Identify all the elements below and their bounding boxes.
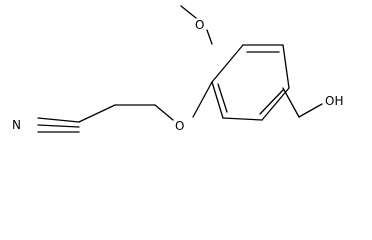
methyl-bond [180, 5, 197, 19]
methoxy-group: O [180, 5, 213, 45]
methoxy-o-ring-bond [206, 29, 213, 45]
benzene-ring [211, 44, 290, 121]
ring-o-bond [192, 81, 213, 118]
ch2-ch2-bond-2 [78, 104, 116, 123]
hydroxymethyl-group: OH [282, 87, 343, 118]
methoxy-oxygen-label: O [195, 18, 204, 32]
nitrile-triple-bond-a [37, 117, 80, 123]
ring-ch2-bond [282, 87, 300, 118]
molecule-drawing: O O N OH [12, 5, 343, 133]
o-ch2-bond [154, 104, 174, 121]
hydroxyl-label: OH [325, 94, 343, 108]
ring-double-bond-right [259, 89, 284, 115]
ring-bond-3 [261, 87, 290, 121]
ring-bond-4 [222, 117, 263, 121]
ring-bond-5 [211, 81, 224, 119]
cyanopropoxy-chain: O N [12, 81, 213, 133]
ring-bond-2 [282, 44, 290, 89]
nitrile-triple-bond-b [37, 124, 80, 128]
ether-oxygen-label: O [175, 119, 184, 133]
ring-bond-6 [211, 44, 244, 83]
ring-double-bond-left [217, 83, 228, 113]
structure-diagram: O O N OH [12, 5, 343, 133]
nitrile-nitrogen-label: N [12, 118, 21, 132]
ch2-oh-bond [298, 103, 323, 118]
